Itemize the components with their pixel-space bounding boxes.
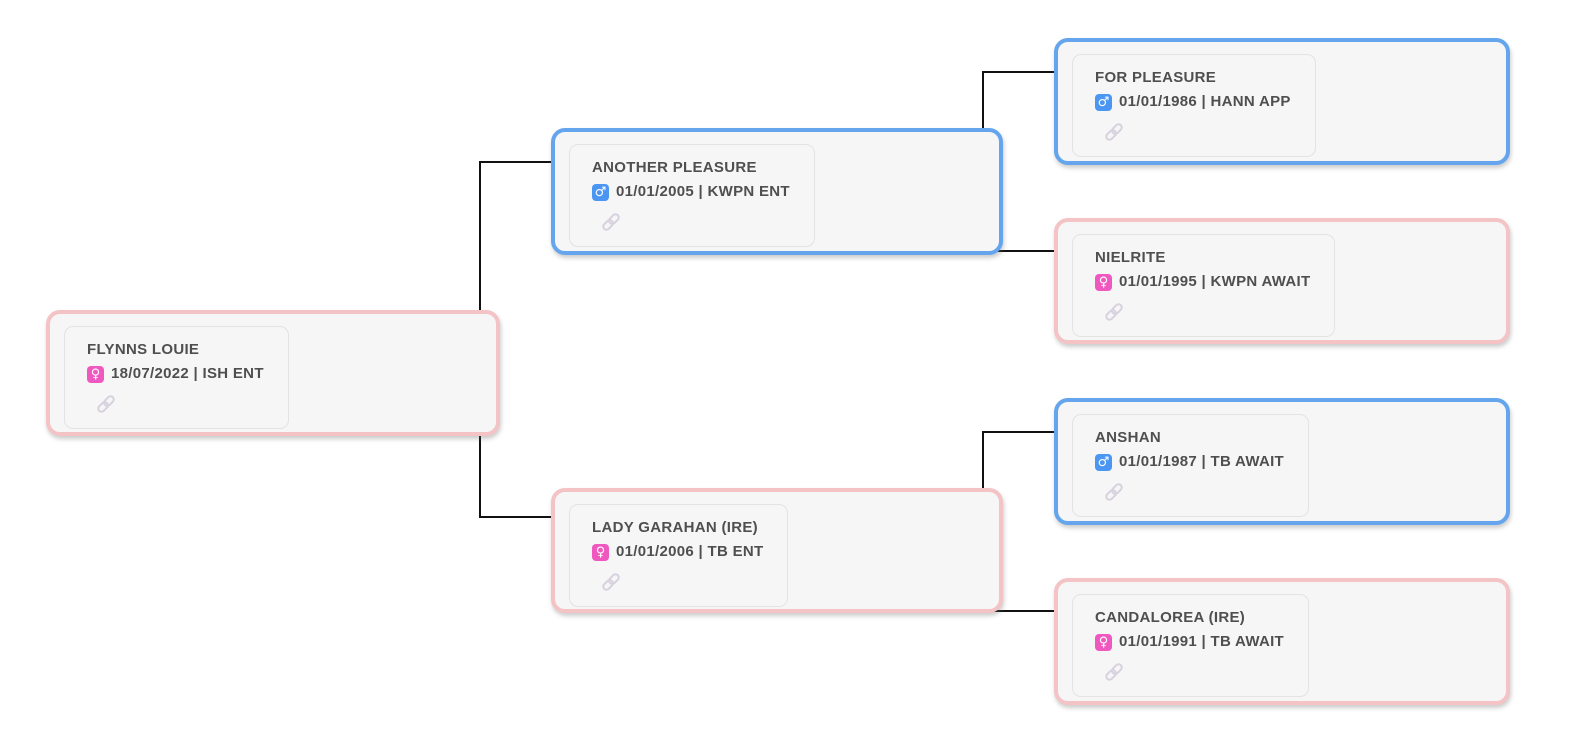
link-row: [95, 393, 264, 415]
link-icon[interactable]: [90, 388, 121, 419]
link-row: [1103, 481, 1284, 503]
gender-icon: ♀: [1095, 273, 1112, 291]
link-icon[interactable]: [595, 206, 626, 237]
horse-birthdate-breed: 01/01/1987 | TB AWAIT: [1119, 453, 1285, 470]
pedigree-node-maternal-granddam[interactable]: CANDALOREA (IRE) ♀ 01/01/1991 | TB AWAIT: [1054, 578, 1510, 705]
horse-name: NIELRITE: [1095, 249, 1166, 266]
link-row: [600, 571, 763, 593]
pedigree-node-sire[interactable]: ANOTHER PLEASURE ♂ 01/01/2005 | KWPN ENT: [551, 128, 1003, 255]
horse-birthdate-breed: 01/01/2005 | KWPN ENT: [616, 183, 790, 200]
horse-name: CANDALOREA (IRE): [1095, 609, 1246, 626]
horse-name: ANOTHER PLEASURE: [592, 159, 757, 176]
gender-icon: ♀: [1095, 633, 1112, 651]
horse-birthdate-breed: 01/01/1991 | TB AWAIT: [1119, 633, 1285, 650]
node-inner-panel: FOR PLEASURE ♂ 01/01/1986 | HANN APP: [1072, 54, 1316, 157]
horse-name: LADY GARAHAN (IRE): [592, 519, 758, 536]
horse-birthdate-breed: 01/01/1986 | HANN APP: [1119, 93, 1291, 110]
node-inner-panel: CANDALOREA (IRE) ♀ 01/01/1991 | TB AWAIT: [1072, 594, 1310, 697]
node-inner-panel: FLYNNS LOUIE ♀ 18/07/2022 | ISH ENT: [64, 326, 289, 429]
link-icon[interactable]: [595, 566, 626, 597]
link-icon[interactable]: [1098, 116, 1129, 147]
gender-icon: ♀: [592, 543, 609, 561]
pedigree-node-subject[interactable]: FLYNNS LOUIE ♀ 18/07/2022 | ISH ENT: [46, 310, 500, 436]
link-icon[interactable]: [1098, 656, 1129, 687]
link-row: [1103, 301, 1310, 323]
node-inner-panel: ANSHAN ♂ 01/01/1987 | TB AWAIT: [1072, 414, 1310, 517]
horse-birthdate-breed: 18/07/2022 | ISH ENT: [111, 365, 264, 382]
pedigree-node-paternal-grandsire[interactable]: FOR PLEASURE ♂ 01/01/1986 | HANN APP: [1054, 38, 1510, 165]
pedigree-node-maternal-grandsire[interactable]: ANSHAN ♂ 01/01/1987 | TB AWAIT: [1054, 398, 1510, 525]
horse-name: ANSHAN: [1095, 429, 1161, 446]
link-row: [600, 211, 790, 233]
horse-info-row: ♀ 01/01/2006 | TB ENT: [592, 542, 763, 562]
gender-icon: ♂: [1095, 453, 1112, 471]
link-icon[interactable]: [1098, 476, 1129, 507]
pedigree-node-paternal-granddam[interactable]: NIELRITE ♀ 01/01/1995 | KWPN AWAIT: [1054, 218, 1510, 344]
horse-info-row: ♂ 01/01/2005 | KWPN ENT: [592, 182, 790, 202]
horse-info-row: ♀ 01/01/1991 | TB AWAIT: [1095, 632, 1284, 652]
node-inner-panel: ANOTHER PLEASURE ♂ 01/01/2005 | KWPN ENT: [569, 144, 815, 247]
horse-info-row: ♂ 01/01/1987 | TB AWAIT: [1095, 452, 1284, 472]
node-inner-panel: NIELRITE ♀ 01/01/1995 | KWPN AWAIT: [1072, 234, 1336, 337]
horse-info-row: ♂ 01/01/1986 | HANN APP: [1095, 92, 1291, 112]
horse-birthdate-breed: 01/01/1995 | KWPN AWAIT: [1119, 273, 1311, 290]
link-icon[interactable]: [1098, 296, 1129, 327]
node-inner-panel: LADY GARAHAN (IRE) ♀ 01/01/2006 | TB ENT: [569, 504, 789, 607]
link-row: [1103, 121, 1291, 143]
gender-icon: ♂: [592, 183, 609, 201]
horse-info-row: ♀ 01/01/1995 | KWPN AWAIT: [1095, 272, 1310, 292]
horse-name: FOR PLEASURE: [1095, 69, 1217, 86]
horse-name: FLYNNS LOUIE: [87, 341, 200, 358]
horse-info-row: ♀ 18/07/2022 | ISH ENT: [87, 364, 264, 384]
gender-icon: ♂: [1095, 93, 1112, 111]
link-row: [1103, 661, 1284, 683]
gender-icon: ♀: [87, 365, 104, 383]
pedigree-node-dam[interactable]: LADY GARAHAN (IRE) ♀ 01/01/2006 | TB ENT: [551, 488, 1003, 613]
horse-birthdate-breed: 01/01/2006 | TB ENT: [616, 543, 764, 560]
